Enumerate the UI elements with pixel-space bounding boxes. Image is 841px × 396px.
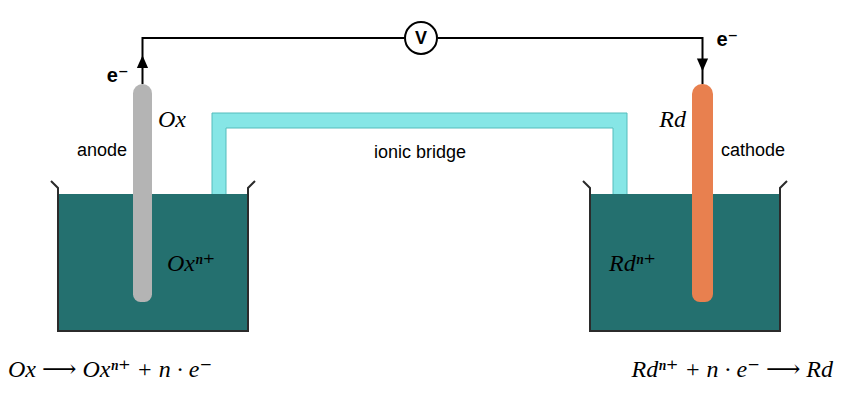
ion-label-box: Oxⁿ⁺: [167, 250, 215, 278]
half-reaction: Rdⁿ⁺ + n · e⁻ ⟶ Rd: [632, 356, 833, 384]
electrolyte: Oxⁿ⁺: [59, 194, 247, 330]
salt-bridge: [212, 113, 627, 200]
current-label-box: e⁻: [107, 64, 129, 87]
electrode-label: anode: [77, 140, 127, 161]
arrowhead: [697, 59, 708, 72]
current-label: e⁻: [717, 28, 739, 51]
meter-symbol: V: [415, 28, 427, 49]
voltmeter-circle: V: [404, 21, 438, 55]
ion-label: Oxⁿ⁺: [167, 250, 215, 278]
ion-label-box: Rdⁿ⁺: [609, 250, 656, 278]
half-reaction: Ox ⟶ Oxⁿ⁺ + n · e⁻: [8, 356, 212, 384]
bridge-label-box: ionic bridge: [374, 142, 466, 163]
beaker-wall: [51, 181, 255, 331]
ion-label: Rdⁿ⁺: [609, 250, 656, 278]
current-label-box: e⁻: [717, 28, 739, 51]
species-label-box: Rd: [659, 106, 686, 134]
arrowhead: [137, 55, 148, 68]
current-label: e⁻: [107, 64, 129, 87]
species-label: Rd: [659, 106, 686, 134]
half-reaction-box: Rdⁿ⁺ + n · e⁻ ⟶ Rd: [632, 356, 833, 384]
meter-symbol-box: V: [415, 28, 427, 49]
bridge-label: ionic bridge: [374, 142, 466, 163]
electrode-label-box: cathode: [721, 140, 785, 161]
cathode-electrode: Rdcathode: [692, 84, 713, 302]
half-reaction-box: Ox ⟶ Oxⁿ⁺ + n · e⁻: [8, 356, 212, 384]
electrode-label: cathode: [721, 140, 785, 161]
anode-electrode: anodeOx: [133, 84, 152, 302]
beaker-wall: [583, 181, 787, 331]
wire-group: [137, 38, 404, 84]
electrode-label-box: anode: [77, 140, 127, 161]
wire: [143, 38, 405, 84]
species-label-box: Ox: [158, 106, 186, 134]
wire: [438, 38, 703, 84]
electrolyte: Rdⁿ⁺: [591, 194, 779, 330]
wire-group: [438, 38, 708, 84]
species-label: Ox: [158, 106, 186, 134]
